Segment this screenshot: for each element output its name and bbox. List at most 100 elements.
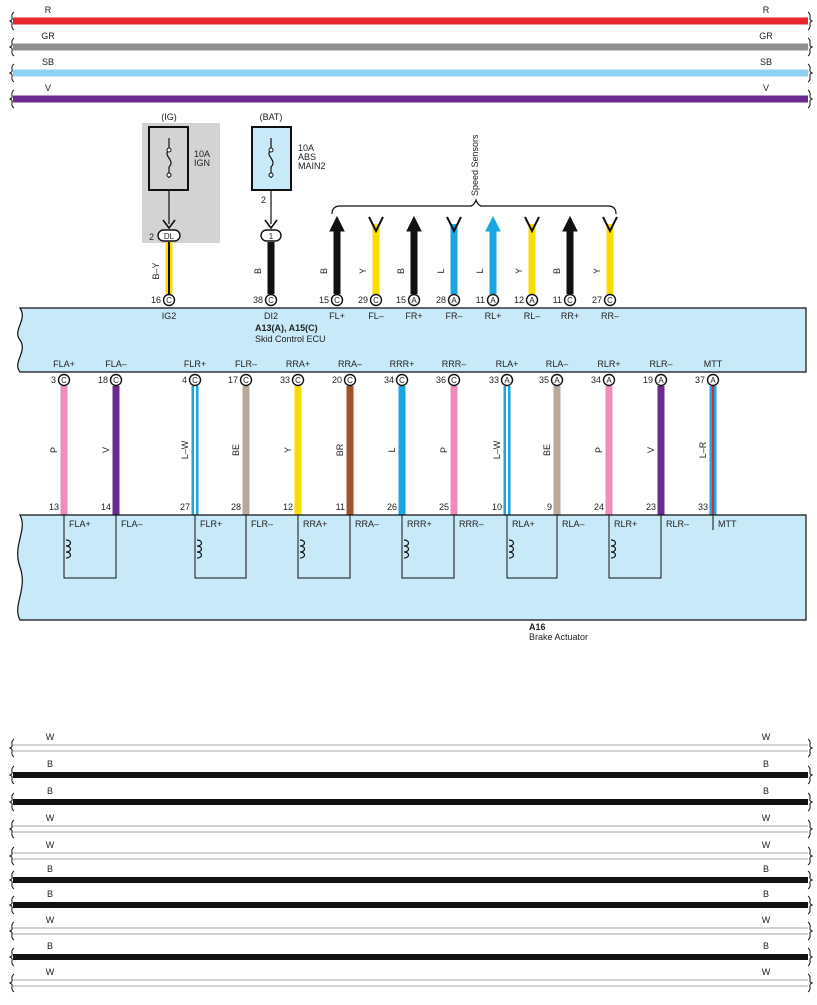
ecu-bottom-pin [500, 373, 514, 387]
solenoid-circuit [194, 515, 247, 579]
ecu-top-wire-color: L [436, 268, 446, 273]
ecu-top-wire-color: Y [514, 268, 524, 274]
sensor-arrow-down [368, 216, 384, 234]
actuator-pin-label: MTT [718, 519, 737, 529]
ecu-bottom-pin-letter: A [658, 376, 664, 385]
ecu-bottom-pin-letter: C [347, 376, 353, 385]
ecu-top-pin-label: FR– [445, 311, 462, 321]
ecu-bottom-pin-letter: C [399, 376, 405, 385]
ecu-bottom-pin-number: 4 [182, 375, 187, 385]
bottom-bus-left-break [8, 846, 15, 866]
ecu-bottom-pin-label: FLA– [105, 359, 127, 369]
fuse-bat-terminal-top [268, 147, 274, 153]
actuator-solenoids: FLA+FLA–FLR+FLR–RRA+RRA–RRR+RRR–RLA+RLA–… [63, 515, 737, 579]
sensor-arrow-down [602, 216, 618, 234]
ecu-bottom-pin-label: RRR+ [390, 359, 415, 369]
sensor-arrow-down [446, 216, 462, 234]
ecu-top-pin-label: FL– [368, 311, 384, 321]
ecu-top-pin-label: FR+ [405, 311, 422, 321]
ecu-bottom-pin-letter: A [710, 376, 716, 385]
ecu-top-pin-number: 12 [514, 295, 524, 305]
bottom-bus-right-break [807, 738, 814, 758]
skid-control-ecu: A13(A), A15(C) Skid Control ECU [17, 307, 807, 373]
top-bus-right-break [807, 37, 814, 57]
bottom-bus-right-break [807, 895, 814, 915]
solenoid-coil [196, 539, 203, 559]
top-bus-label-right: GR [759, 31, 773, 41]
fuse-ig-group: (IG) 10A IGN DL 2 [142, 112, 220, 243]
top-bus-label-right: R [763, 5, 770, 15]
ecu-top-pin-letter: A [411, 296, 417, 305]
ecu-top-pin-letter: C [334, 296, 340, 305]
ecu-bottom-pins: FLA+C3P13FLA–C18V14FLR+C4L–W27FLR–C17BE2… [49, 359, 723, 515]
ecu-top-pin-number: 15 [319, 295, 329, 305]
solenoid-circuit [506, 515, 558, 579]
bottom-bus-label-right: W [762, 967, 771, 977]
fuse-ig-rating: 10A [194, 149, 210, 159]
actuator-pin-label: RRR+ [407, 519, 432, 529]
fuse-bat-name1: ABS [298, 152, 316, 162]
ecu-top-pin [162, 293, 176, 307]
ecu-body [17, 307, 807, 373]
ecu-top-pin-letter: C [373, 296, 379, 305]
solenoid-circuit [608, 515, 662, 579]
ecu-top-pin-letter: C [166, 296, 172, 305]
actuator-pin-label: RLA– [562, 519, 585, 529]
ecu-bottom-pin-letter: A [504, 376, 510, 385]
bottom-bus-label-left: W [46, 840, 55, 850]
bottom-bus-label-right: B [763, 759, 769, 769]
bottom-bus-label-right: B [763, 786, 769, 796]
ecu-top-pin [525, 293, 539, 307]
ecu-bottom-pin-letter: C [113, 376, 119, 385]
ecu-bottom-pin [602, 373, 616, 387]
solenoid-circuit [297, 515, 351, 579]
ecu-bottom-pin-label: FLA+ [53, 359, 75, 369]
ecu-bottom-wire-color: BE [542, 444, 552, 456]
ecu-bottom-pin-number: 3 [51, 375, 56, 385]
ecu-bottom-pin-number: 20 [332, 375, 342, 385]
actuator-pin-label: FLA– [121, 519, 143, 529]
fuse-bat-name2: MAIN2 [298, 161, 326, 171]
ecu-bottom-pin-letter: C [243, 376, 249, 385]
actuator-pin-number: 26 [387, 502, 397, 512]
bottom-bus-right-break [807, 921, 814, 941]
ecu-top-pin [407, 293, 421, 307]
speed-sensors-label: Speed Sensors [470, 134, 480, 196]
fuse-bat-rating: 10A [298, 143, 314, 153]
actuator-name: Brake Actuator [529, 632, 588, 642]
ecu-bottom-pin [109, 373, 123, 387]
ecu-bottom-wire-color: P [594, 447, 604, 453]
fuse-bat-pin-top: 2 [261, 195, 266, 205]
top-bus-left-break [8, 11, 15, 31]
bottom-bus-label-right: B [763, 941, 769, 951]
bottom-bus-left-break [8, 921, 15, 941]
actuator-pin-number: 11 [336, 502, 345, 512]
ecu-top-pin-number: 29 [358, 295, 368, 305]
ecu-bottom-pin-number: 34 [591, 375, 601, 385]
fuse-ig-connector [157, 229, 181, 242]
ecu-bottom-wire-color: V [101, 447, 111, 453]
ecu-top-pin-number: 38 [253, 295, 263, 305]
ecu-bottom-pin-number: 37 [695, 375, 705, 385]
top-bus-right-break [807, 11, 814, 31]
bottom-bus-left-break [8, 765, 15, 785]
ecu-bottom-pin-label: RLR– [649, 359, 672, 369]
ecu-top-pin [330, 293, 344, 307]
ecu-bottom-pin-letter: C [61, 376, 67, 385]
top-bus-left-break [8, 89, 15, 109]
ecu-bottom-pin [654, 373, 668, 387]
fuse-ig-name: IGN [194, 158, 210, 168]
bottom-bus-right-break [807, 819, 814, 839]
ecu-bottom-pin-letter: A [554, 376, 560, 385]
ecu-bottom-wire-color: BR [335, 443, 345, 456]
ecu-top-pin [369, 293, 383, 307]
ecu-bottom-pin-label: RLR+ [597, 359, 620, 369]
ecu-bottom-pin-label: FLR+ [184, 359, 206, 369]
fuse-ig-pin: 2 [149, 232, 154, 242]
actuator-pin-number: 33 [698, 502, 708, 512]
ecu-top-pin [447, 293, 461, 307]
bottom-bus-right-break [807, 947, 814, 967]
